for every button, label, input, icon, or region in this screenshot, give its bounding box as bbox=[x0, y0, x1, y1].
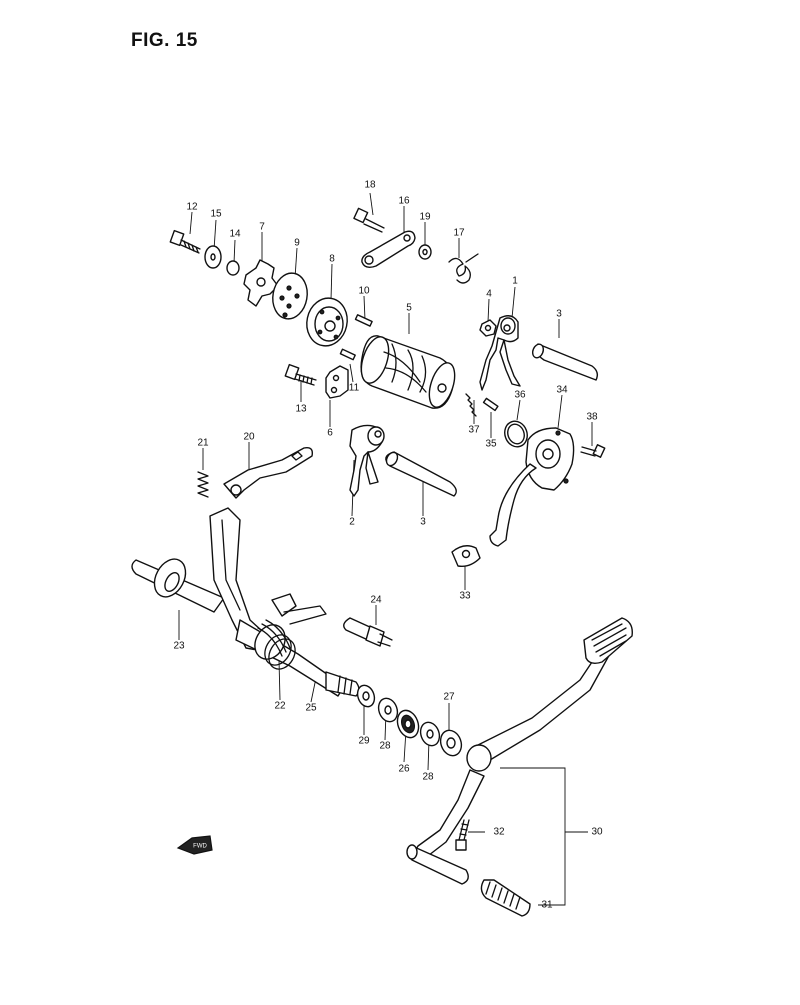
washer-29 bbox=[356, 684, 376, 708]
oil-seal-26 bbox=[396, 709, 420, 739]
callout-22: 22 bbox=[274, 701, 286, 712]
bolt-13 bbox=[284, 363, 317, 386]
bolt-32 bbox=[455, 819, 470, 851]
callout-21: 21 bbox=[197, 438, 209, 449]
callout-26: 26 bbox=[398, 764, 410, 775]
washer-28-b bbox=[419, 721, 441, 747]
spring-37 bbox=[465, 393, 477, 417]
callout-2: 2 bbox=[349, 517, 355, 528]
callout-19: 19 bbox=[419, 212, 431, 223]
shift-lever-20 bbox=[223, 446, 314, 499]
figure-title: FIG. 15 bbox=[131, 30, 198, 51]
gear-shift-pedal-30 bbox=[406, 617, 633, 885]
callout-20: 20 bbox=[243, 432, 255, 443]
callout-34: 34 bbox=[556, 385, 568, 396]
callout-27: 27 bbox=[443, 692, 455, 703]
callout-23: 23 bbox=[173, 641, 185, 652]
collar-14 bbox=[226, 260, 240, 276]
callout-25: 25 bbox=[305, 703, 317, 714]
callout-13: 13 bbox=[295, 404, 307, 415]
callout-10: 10 bbox=[358, 286, 370, 297]
washer-28-a bbox=[377, 697, 399, 723]
fork-shaft-3-lower bbox=[385, 451, 457, 497]
callout-33: 33 bbox=[459, 591, 471, 602]
front-direction-arrow-icon: FWD bbox=[176, 835, 213, 855]
callout-5: 5 bbox=[406, 303, 412, 314]
cam-stopper-33 bbox=[451, 545, 481, 568]
callout-38: 38 bbox=[586, 412, 598, 423]
callout-6: 6 bbox=[327, 428, 333, 439]
callout-4: 4 bbox=[486, 289, 492, 300]
callout-16: 16 bbox=[398, 196, 410, 207]
shift-fork-2 bbox=[349, 424, 385, 497]
bolt-24 bbox=[343, 617, 393, 647]
bolt-12 bbox=[169, 229, 201, 254]
callout-3-lower: 3 bbox=[420, 517, 426, 528]
callout-7: 7 bbox=[259, 222, 265, 233]
callout-9: 9 bbox=[294, 238, 300, 249]
callout-labels: 18 16 19 17 12 15 14 7 9 8 10 5 4 1 3 13… bbox=[173, 180, 603, 911]
callout-36: 36 bbox=[514, 390, 526, 401]
callout-18: 18 bbox=[364, 180, 376, 191]
shift-arm-16 bbox=[361, 230, 416, 269]
washer-15 bbox=[204, 245, 222, 269]
callout-35: 35 bbox=[485, 439, 497, 450]
callout-37: 37 bbox=[468, 425, 480, 436]
plate-6 bbox=[325, 365, 349, 399]
spring-21 bbox=[197, 471, 209, 498]
shift-drum-5 bbox=[360, 335, 456, 409]
bolt-18 bbox=[353, 207, 385, 233]
callout-24: 24 bbox=[370, 595, 382, 606]
callout-3-upper: 3 bbox=[556, 309, 562, 320]
callout-11: 11 bbox=[349, 383, 360, 394]
callout-32: 32 bbox=[493, 827, 505, 838]
pin-11 bbox=[339, 348, 356, 361]
pin-10 bbox=[354, 314, 373, 327]
fork-shaft-3-upper bbox=[531, 343, 599, 381]
shift-cam-gear-8 bbox=[306, 297, 348, 347]
callout-8: 8 bbox=[329, 254, 335, 265]
pedal-rubber-31 bbox=[480, 879, 531, 917]
callout-17: 17 bbox=[453, 228, 465, 239]
spring-17 bbox=[448, 253, 479, 284]
pin-35 bbox=[482, 397, 499, 412]
callout-30: 30 bbox=[591, 827, 603, 838]
cam-plate-9 bbox=[272, 272, 308, 320]
nut-4 bbox=[479, 319, 497, 337]
shift-fork-1 bbox=[479, 315, 521, 391]
leader-lines bbox=[178, 192, 593, 906]
callout-29: 29 bbox=[358, 736, 370, 747]
shift-shaft-23 bbox=[131, 507, 345, 697]
washer-19 bbox=[418, 244, 432, 260]
washer-27 bbox=[439, 729, 463, 757]
callout-14: 14 bbox=[229, 229, 241, 240]
front-marker-label: FWD bbox=[193, 844, 207, 850]
callout-28-b: 28 bbox=[422, 772, 434, 783]
bolt-38 bbox=[580, 444, 606, 458]
spring-22 bbox=[264, 634, 296, 670]
o-ring-36 bbox=[504, 420, 528, 448]
callout-31: 31 bbox=[541, 900, 553, 911]
shift-lever-34 bbox=[489, 427, 575, 547]
callout-1: 1 bbox=[512, 276, 518, 287]
callout-28-a: 28 bbox=[379, 741, 391, 752]
callout-12: 12 bbox=[186, 202, 198, 213]
callout-15: 15 bbox=[210, 209, 222, 220]
